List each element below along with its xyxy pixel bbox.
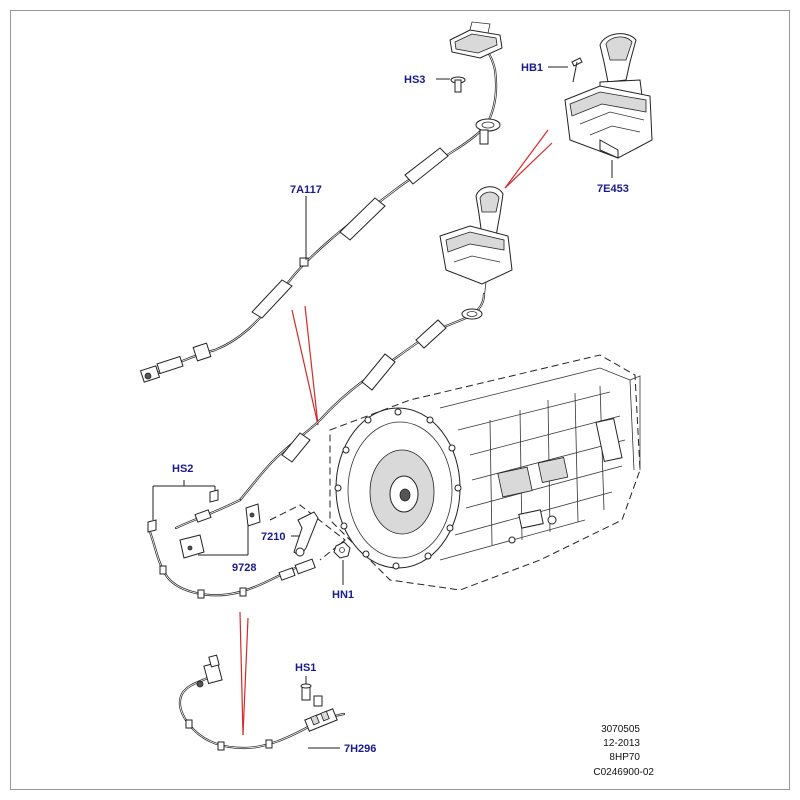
- screws-hs1: [300, 676, 323, 707]
- callout-hb1: HB1: [521, 62, 543, 74]
- diagram-frame: [10, 10, 790, 790]
- callout-hs2: HS2: [172, 463, 193, 475]
- callout-7210: 7210: [261, 531, 285, 543]
- callout-hn1: HN1: [332, 589, 354, 601]
- nut-hn1: [333, 541, 351, 585]
- reference-number: 3070505: [601, 724, 640, 735]
- reference-model: 8HP70: [609, 752, 640, 763]
- screw-hs3: [436, 76, 466, 93]
- selector-lever-7210: [269, 504, 346, 561]
- bolt-hb1: [548, 57, 583, 83]
- converter-bolts: [334, 408, 462, 570]
- shift-cable-lower: [238, 292, 486, 502]
- screws-hs2: [147, 480, 219, 533]
- callout-7h296: 7H296: [344, 743, 376, 755]
- callout-hs1: HS1: [295, 662, 316, 674]
- callout-9728: 9728: [232, 562, 256, 574]
- transmission-unit: [329, 354, 641, 591]
- reference-drawing-id: C0246900-02: [593, 767, 654, 778]
- shift-cable-harness: [148, 498, 316, 599]
- cable-bracket-9728: [179, 503, 261, 559]
- gear-selector-installed: [439, 186, 513, 301]
- callout-hs3: HS3: [404, 74, 425, 86]
- shift-cable-upper: [139, 40, 501, 383]
- cable-selector-end: [449, 21, 503, 59]
- cable-7h296: [178, 654, 346, 751]
- reference-date: 12-2013: [603, 738, 640, 749]
- red-leader-lines: [239, 129, 553, 736]
- callout-7a117: 7A117: [290, 184, 322, 196]
- gear-selector-assembly: [564, 33, 653, 178]
- callout-7e453: 7E453: [597, 183, 629, 195]
